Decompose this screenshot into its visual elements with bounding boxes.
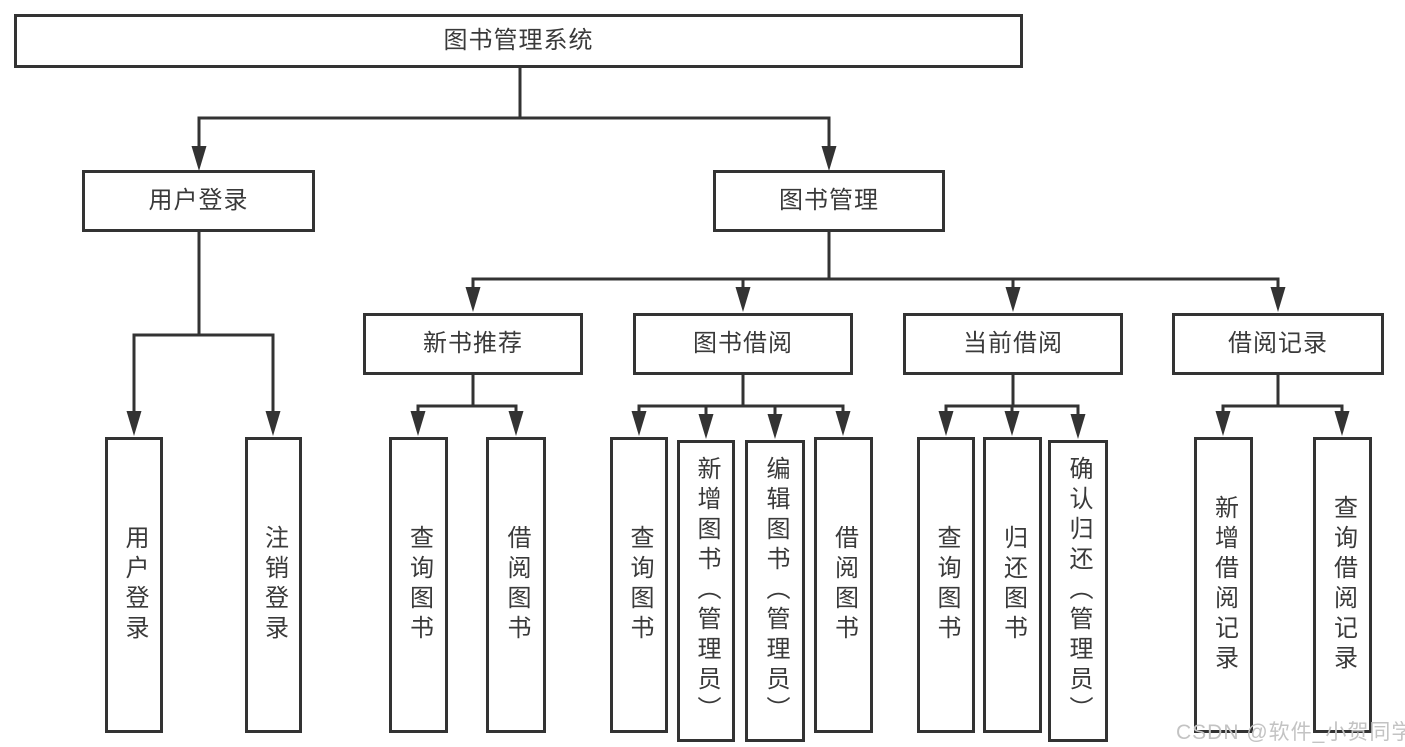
node-borrow-record: 借阅记录 [1172, 313, 1384, 375]
node-label: 图书管理系统 [443, 27, 594, 54]
arrowhead [191, 146, 207, 171]
node-label: 图书借阅 [693, 330, 793, 357]
csdn-watermark: CSDN @软件_小贺同学 [1176, 721, 1405, 744]
arrowhead [767, 414, 783, 439]
arrowhead [698, 414, 714, 439]
arrowhead [410, 411, 426, 436]
node-label: 借阅图书 [830, 525, 858, 645]
node-label: 当前借阅 [963, 330, 1063, 357]
node-leaf-return-book: 归还图书 [983, 437, 1042, 733]
arrowhead [835, 411, 851, 436]
node-new-book-recommend: 新书推荐 [363, 313, 583, 375]
arrowhead [1070, 414, 1086, 439]
node-user-login-branch: 用户登录 [82, 170, 315, 232]
arrowhead [1005, 287, 1021, 312]
arrowhead [126, 411, 142, 436]
node-root-system: 图书管理系统 [14, 14, 1023, 68]
node-leaf-borrow-books-2: 借阅图书 [814, 437, 873, 733]
connector-new-book-branch [416, 375, 518, 414]
arrowhead [735, 287, 751, 312]
node-label: 用户登录 [148, 187, 249, 214]
arrowhead [1004, 411, 1020, 436]
node-leaf-borrow-books-1: 借阅图书 [486, 437, 546, 733]
arrowhead [465, 287, 481, 312]
node-leaf-query-books-1: 查询图书 [389, 437, 448, 733]
node-label: 用户登录 [121, 525, 148, 645]
arrowhead [508, 411, 524, 436]
node-label: 图书管理 [779, 187, 879, 214]
arrowhead [938, 411, 954, 436]
arrowhead [631, 411, 647, 436]
arrowhead [265, 411, 281, 436]
node-leaf-user-login: 用户登录 [105, 437, 163, 733]
connector-root [197, 68, 831, 150]
connector-borrow-record-branch [1221, 375, 1344, 414]
node-label: 查询图书 [933, 525, 960, 645]
connector-current-borrow-branch [944, 375, 1080, 417]
node-leaf-confirm-return-admin: 确认归还（管理员） [1048, 440, 1108, 742]
node-leaf-add-book-admin: 新增图书（管理员） [677, 440, 735, 742]
node-current-borrow: 当前借阅 [903, 313, 1123, 375]
arrowhead [1334, 411, 1350, 436]
connector-user-login-branch [132, 232, 275, 414]
node-label: 新增借阅记录 [1210, 495, 1238, 675]
arrowhead [1270, 287, 1286, 312]
node-leaf-query-borrow-record: 查询借阅记录 [1313, 437, 1372, 733]
node-label: 新增图书（管理员） [693, 456, 720, 726]
node-leaf-logout: 注销登录 [245, 437, 302, 733]
node-label: 借阅图书 [503, 525, 530, 645]
node-label: 确认归还（管理员） [1065, 456, 1092, 726]
node-label: 注销登录 [260, 525, 288, 645]
arrowhead [1215, 411, 1231, 436]
node-book-management: 图书管理 [713, 170, 945, 232]
connector-book-borrow-branch [637, 375, 845, 417]
node-label: 归还图书 [999, 525, 1027, 645]
node-label: 新书推荐 [423, 330, 523, 357]
node-leaf-query-books-2: 查询图书 [610, 437, 668, 733]
node-label: 查询图书 [626, 525, 653, 645]
node-leaf-query-books-3: 查询图书 [917, 437, 975, 733]
node-book-borrow: 图书借阅 [633, 313, 853, 375]
arrowhead [821, 146, 837, 171]
node-label: 查询借阅记录 [1329, 495, 1357, 675]
node-label: 借阅记录 [1228, 330, 1328, 357]
node-leaf-add-borrow-record: 新增借阅记录 [1194, 437, 1253, 733]
node-label: 编辑图书（管理员） [762, 456, 789, 726]
connector-book-management-branch [471, 232, 1280, 291]
node-label: 查询图书 [405, 525, 433, 645]
node-leaf-edit-book-admin: 编辑图书（管理员） [745, 440, 805, 742]
